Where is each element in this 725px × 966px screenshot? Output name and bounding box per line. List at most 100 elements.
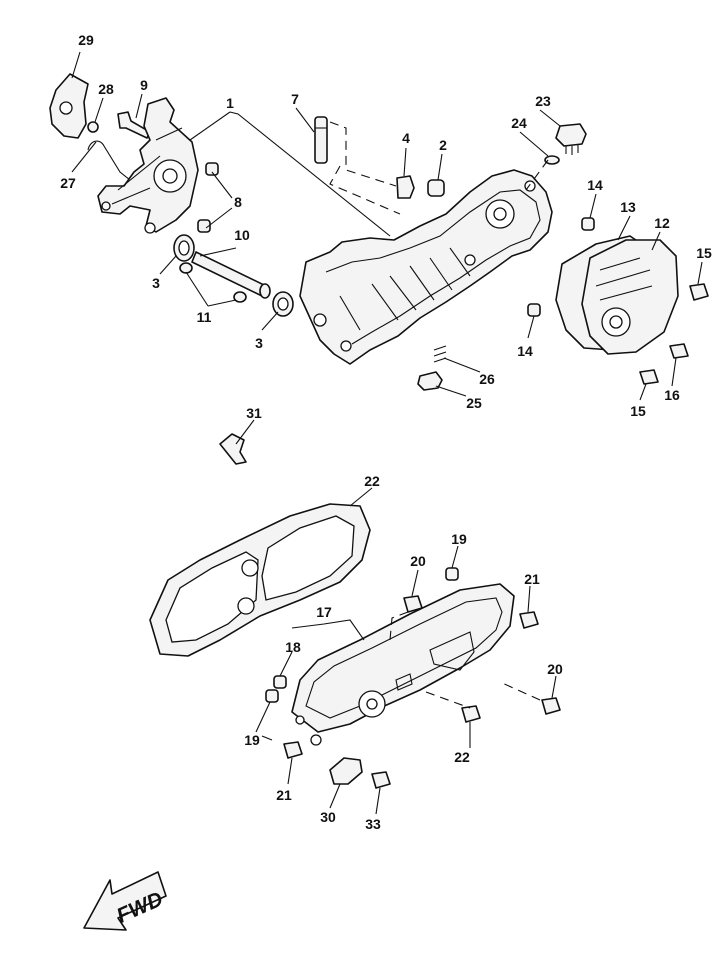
- bracket-hole-a: [144, 222, 156, 234]
- callout-21-left: 21: [276, 787, 292, 803]
- part-4-bolt: [396, 175, 415, 199]
- crankcase-bore-main-inner: [493, 207, 507, 221]
- callout-33: 33: [365, 816, 381, 832]
- bracket-rib: [111, 127, 183, 205]
- callout-27: 26: [479, 371, 495, 387]
- cover-17-boss-inner: [366, 698, 378, 710]
- part-3-bearing-right-inner: [277, 297, 289, 311]
- part-14-dowel-a: [581, 217, 595, 231]
- crankcase-hole-b: [340, 340, 352, 352]
- crankcase-hole-c: [464, 254, 476, 266]
- callout-17: 17: [316, 604, 332, 620]
- callout-26: 25: [466, 395, 482, 411]
- callout-24: 23: [535, 93, 551, 109]
- bracket-hole-b: [101, 201, 111, 211]
- part-24-bolt: [555, 123, 587, 147]
- callout-7: 7: [291, 91, 299, 107]
- part-2-dowel: [427, 179, 445, 197]
- part-16-bolt: [669, 343, 689, 359]
- callout-13: 13: [620, 199, 636, 215]
- callout-15-bottom: 15: [630, 403, 646, 419]
- callout-19-left: 19: [244, 732, 260, 748]
- callout-23: 22: [364, 473, 380, 489]
- part-24-thread: [565, 145, 579, 155]
- cover-17-hole-a: [310, 734, 322, 746]
- callout-2: 2: [439, 137, 447, 153]
- callout-30: 29: [78, 32, 94, 48]
- part-10-shaft-end: [259, 283, 271, 299]
- callout-20-right: 20: [547, 661, 563, 677]
- callout-12: 12: [654, 215, 670, 231]
- callout-28: 27: [60, 175, 76, 191]
- part-17-cover: [291, 583, 515, 733]
- callout-14-bottom: 14: [517, 343, 533, 359]
- part-33-bolt: [371, 771, 391, 789]
- callout-29: 28: [98, 81, 114, 97]
- part-20-bolt-b: [541, 697, 561, 715]
- part-25-washer: [544, 155, 560, 165]
- part-21-bolt-a: [519, 611, 539, 629]
- callout-labels: 29 28 27 9 1 7 4 2 23 24 14 13 12 15 8 1…: [60, 32, 712, 832]
- crankcase-inner-wall: [325, 189, 541, 345]
- callout-19-top: 19: [451, 531, 467, 547]
- callout-15-right: 15: [696, 245, 712, 261]
- gasket-23-inner: [165, 551, 259, 643]
- part-19-dowel-b: [265, 689, 279, 703]
- part-27-spring: [433, 345, 447, 363]
- callout-1: 1: [226, 95, 234, 111]
- part-18-dowel: [273, 675, 287, 689]
- gasket-23-inner-b: [261, 515, 355, 601]
- callout-18: 18: [285, 639, 301, 655]
- part-10-shaft: [191, 251, 267, 297]
- part-1-bracket: [97, 97, 199, 233]
- gasket-23-hole-a: [241, 559, 259, 577]
- leader-lines: [71, 51, 703, 815]
- part-14-dowel-b: [527, 303, 541, 317]
- callout-25: 24: [511, 115, 527, 131]
- callout-9: 9: [140, 77, 148, 93]
- callout-8: 8: [234, 194, 242, 210]
- gasket-23-hole-b: [237, 597, 255, 615]
- callout-31: 30: [320, 809, 336, 825]
- callout-11: 11: [197, 309, 212, 325]
- part-22-bolt: [461, 705, 481, 723]
- callout-3-right: 3: [255, 335, 263, 351]
- crankcase-hole-a: [313, 313, 327, 327]
- fwd-arrow-icon: [83, 871, 167, 931]
- callout-14-top: 14: [587, 177, 603, 193]
- part-11-pin-a: [179, 262, 193, 274]
- part-26-bolt: [417, 371, 443, 391]
- callout-4: 4: [402, 130, 410, 146]
- part-8-dowel-b: [197, 219, 211, 233]
- cover-boss-inner: [609, 315, 623, 329]
- part-21-bolt-b: [283, 741, 303, 759]
- callout-32: 31: [246, 405, 262, 421]
- bracket-bore-inner: [162, 168, 178, 184]
- part-29-bolt: [87, 121, 99, 133]
- part-30-hole: [59, 101, 73, 115]
- callout-21-right: 21: [524, 571, 540, 587]
- callout-3-left: 3: [152, 275, 160, 291]
- callout-16: 16: [664, 387, 680, 403]
- cover-ribs: [595, 257, 653, 301]
- cover-17-hole-b: [295, 715, 305, 725]
- part-7-pin: [314, 116, 328, 164]
- callout-10: 10: [234, 227, 250, 243]
- part-20-bolt-a: [403, 595, 423, 613]
- part-15-bolt-a: [689, 283, 709, 301]
- part-32-clip: [219, 433, 247, 465]
- part-3-bearing-left-inner: [178, 240, 190, 256]
- part-8-dowel-a: [205, 162, 219, 176]
- part-15-bolt-b: [639, 369, 659, 385]
- part-19-dowel-a: [445, 567, 459, 581]
- part-31-plate: [329, 757, 363, 785]
- crankcase-ribs: [339, 247, 471, 331]
- part-28-clip: [87, 140, 131, 181]
- callout-22: 22: [454, 749, 470, 765]
- cover-17-slot: [395, 673, 413, 691]
- part-12-cover: [581, 239, 679, 355]
- cover-17-panel: [429, 631, 475, 671]
- part-11-pin-b: [233, 291, 247, 303]
- callout-20-top: 20: [410, 553, 426, 569]
